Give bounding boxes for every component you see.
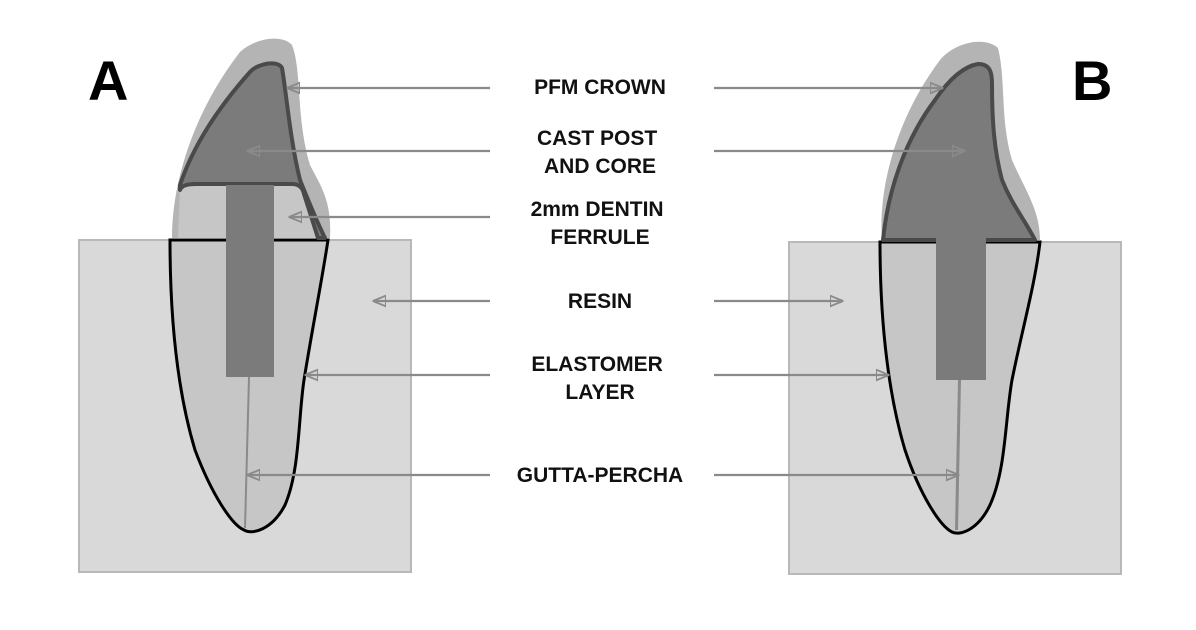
label-elastomer-layer: ELASTOMER LAYER <box>531 353 668 404</box>
label-resin-line-1: RESIN <box>568 290 632 313</box>
label-gutta-percha-line-1: GUTTA-PERCHA <box>517 464 683 487</box>
leaders-right <box>714 88 964 475</box>
label-elastomer-line-2: LAYER <box>565 381 634 404</box>
cast-post-b <box>936 238 986 380</box>
gutta-percha-b <box>955 380 961 530</box>
panel-letter-b: B <box>1072 49 1112 112</box>
label-pfm-crown: PFM CROWN <box>534 76 666 99</box>
label-elastomer-line-1: ELASTOMER <box>531 353 662 376</box>
label-cast-post-line-2: AND CORE <box>544 155 656 178</box>
panel-letter-a: A <box>88 49 128 112</box>
label-resin: RESIN <box>568 290 632 313</box>
label-cast-post-line-1: CAST POST <box>537 127 657 150</box>
label-dentin-ferrule-line-2: FERRULE <box>550 226 649 249</box>
label-dentin-ferrule-line-1: 2mm DENTIN <box>531 198 664 221</box>
label-cast-post-and-core: CAST POST AND CORE <box>537 127 663 178</box>
labels: PFM CROWN CAST POST AND CORE 2mm DENTIN … <box>517 76 683 487</box>
label-pfm-crown-line-1: PFM CROWN <box>534 76 666 99</box>
gutta-percha-a <box>244 377 250 528</box>
cast-post-a <box>226 185 274 377</box>
label-dentin-ferrule: 2mm DENTIN FERRULE <box>531 198 670 249</box>
panel-a <box>78 38 412 573</box>
label-gutta-percha: GUTTA-PERCHA <box>517 464 683 487</box>
panel-b <box>788 41 1122 575</box>
leaders-left <box>248 88 490 475</box>
